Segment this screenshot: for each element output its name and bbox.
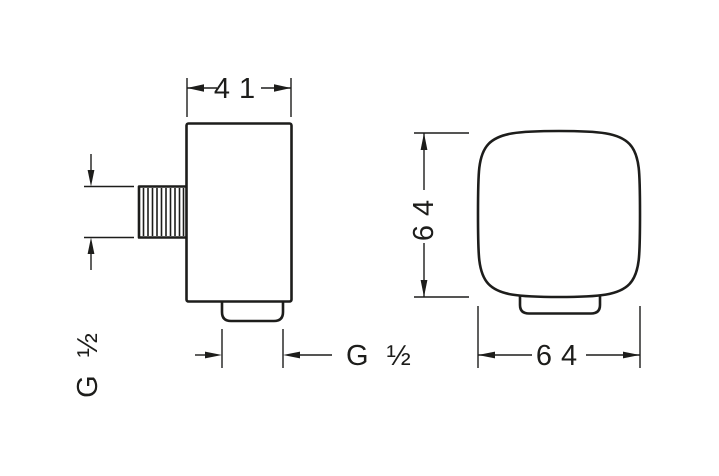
width-dimension-label: 41	[214, 73, 264, 105]
arrow-down-icon	[420, 280, 428, 297]
arrow-right-icon	[205, 351, 222, 359]
arrow-right-icon	[623, 351, 640, 359]
front-view: 64 64	[408, 129, 642, 372]
thread-connector	[137, 185, 189, 239]
arrow-up-icon	[420, 133, 428, 150]
arrow-left-icon	[478, 351, 495, 359]
side-view: 41 G ½ G ½	[72, 73, 416, 398]
outlet-stub	[220, 301, 285, 323]
height-dimension: 64	[408, 132, 469, 298]
thread-size-label-vertical: G ½	[72, 328, 104, 398]
thread-hatching-icon	[142, 188, 185, 236]
arrow-left-icon	[283, 351, 300, 359]
arrow-down-icon	[87, 170, 95, 187]
height-dimension-label: 64	[408, 191, 440, 241]
arrow-up-icon	[87, 237, 95, 254]
thread-dimension-left: G ½	[72, 154, 134, 398]
front-outlet-base	[518, 296, 602, 315]
arrow-right-icon	[274, 84, 291, 92]
front-width-dimension-label: 64	[536, 340, 586, 372]
width-dimension: 41	[186, 73, 292, 117]
arrow-left-icon	[187, 84, 204, 92]
outlet-dimension: G ½	[195, 329, 416, 372]
body-outline	[185, 122, 293, 303]
front-width-dimension: 64	[477, 306, 641, 372]
face-plate	[476, 129, 642, 299]
outlet-thread-size-label: G ½	[346, 340, 416, 372]
